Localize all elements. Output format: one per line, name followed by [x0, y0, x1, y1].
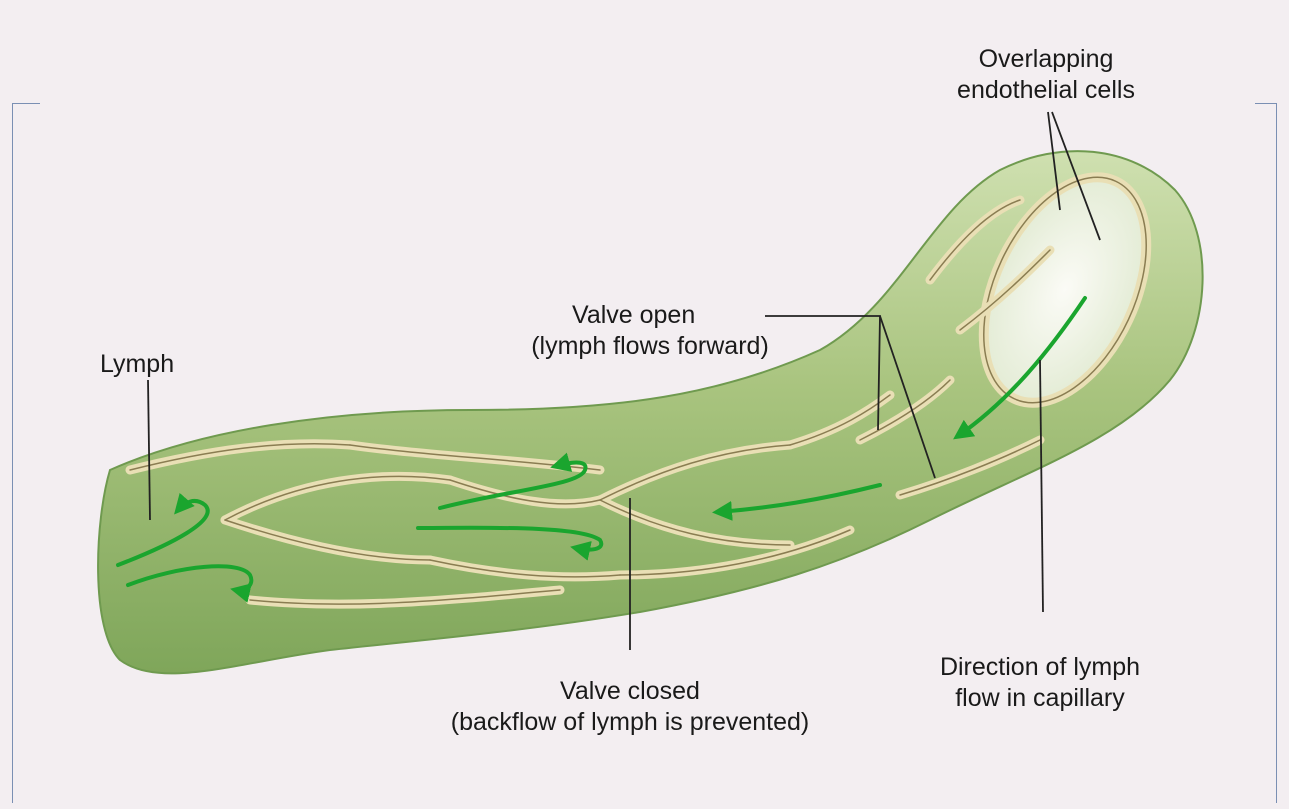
frame-top-right: [1255, 103, 1277, 104]
label-valve-open-line2: (lymph flows forward): [520, 331, 780, 362]
label-direction-line1: Direction of lymph: [905, 652, 1175, 683]
label-valve-open: Valve open (lymph flows forward): [520, 300, 780, 362]
label-overlapping-line1: Overlapping: [946, 44, 1146, 75]
label-valve-closed: Valve closed (backflow of lymph is preve…: [395, 676, 865, 738]
frame-left: [12, 103, 13, 803]
label-valve-closed-line1: Valve closed: [395, 676, 865, 707]
frame-top-left: [12, 103, 40, 104]
label-valve-open-line1: Valve open: [520, 300, 780, 331]
label-lymph: Lymph: [100, 349, 200, 380]
label-overlapping-endothelial-cells: Overlapping endothelial cells: [946, 44, 1146, 106]
label-direction-line2: flow in capillary: [905, 683, 1175, 714]
frame-right: [1276, 103, 1277, 803]
label-direction-of-lymph-flow: Direction of lymph flow in capillary: [905, 652, 1175, 714]
label-valve-closed-line2: (backflow of lymph is prevented): [395, 707, 865, 738]
label-overlapping-line2: endothelial cells: [946, 75, 1146, 106]
